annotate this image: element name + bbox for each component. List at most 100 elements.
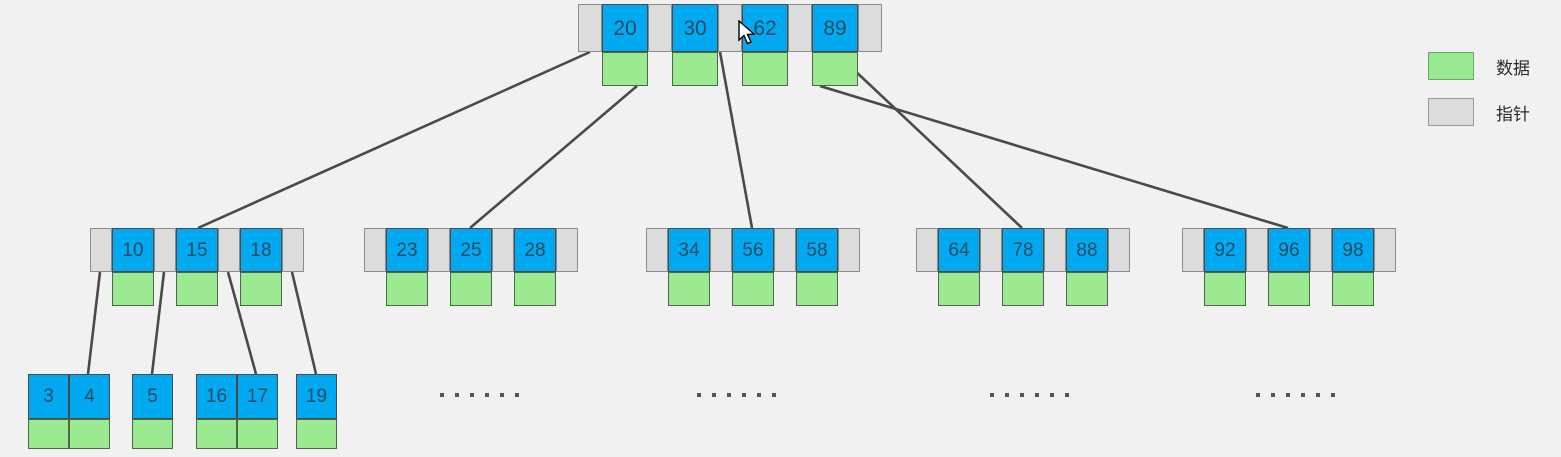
pointer-cell[interactable]: [788, 4, 812, 52]
data-cell[interactable]: [1066, 272, 1108, 306]
pointer-cell[interactable]: [218, 228, 240, 272]
key-cell[interactable]: 58: [796, 228, 838, 272]
pointer-cell[interactable]: [980, 228, 1002, 272]
pointer-cell[interactable]: [282, 228, 304, 272]
data-cell[interactable]: [732, 272, 774, 306]
internal-node-4[interactable]: 64 78 88: [916, 228, 1130, 306]
internal-node-2[interactable]: 23 25 28: [364, 228, 578, 306]
root-node[interactable]: 20 30 62 89: [578, 4, 882, 86]
data-cell[interactable]: [28, 419, 69, 449]
data-cell[interactable]: [69, 419, 110, 449]
key-cell[interactable]: 10: [112, 228, 154, 272]
data-cell[interactable]: [668, 272, 710, 306]
data-cell[interactable]: [742, 52, 788, 86]
pointer-cell[interactable]: [1044, 228, 1066, 272]
pointer-cell[interactable]: [1246, 228, 1268, 272]
data-cell[interactable]: [112, 272, 154, 306]
key-cell[interactable]: 4: [69, 374, 110, 419]
pointer-cell[interactable]: [1374, 228, 1396, 272]
pointer-cell[interactable]: [556, 228, 578, 272]
key-cell[interactable]: 3: [28, 374, 69, 419]
pointer-spacer: [858, 52, 882, 86]
pointer-cell[interactable]: [648, 4, 672, 52]
key-cell[interactable]: 62: [742, 4, 788, 52]
pointer-cell[interactable]: [428, 228, 450, 272]
pointer-cell[interactable]: [646, 228, 668, 272]
data-cell[interactable]: [672, 52, 718, 86]
key-cell[interactable]: 96: [1268, 228, 1310, 272]
data-cell[interactable]: [176, 272, 218, 306]
ellipsis-dot: [515, 393, 519, 397]
data-cell[interactable]: [514, 272, 556, 306]
pointer-cell[interactable]: [1310, 228, 1332, 272]
key-cell[interactable]: 23: [386, 228, 428, 272]
data-cell[interactable]: [602, 52, 648, 86]
key-cell[interactable]: 34: [668, 228, 710, 272]
key-cell[interactable]: 88: [1066, 228, 1108, 272]
key-cell[interactable]: 5: [132, 374, 173, 419]
key-cell[interactable]: 56: [732, 228, 774, 272]
pointer-spacer: [646, 272, 668, 306]
key-cell[interactable]: 92: [1204, 228, 1246, 272]
pointer-cell[interactable]: [492, 228, 514, 272]
leaf-node-2[interactable]: 5: [132, 374, 173, 449]
legend-swatch-data-icon: [1428, 52, 1474, 80]
key-cell[interactable]: 25: [450, 228, 492, 272]
legend-swatch-pointer-icon: [1428, 98, 1474, 126]
pointer-cell[interactable]: [858, 4, 882, 52]
pointer-cell[interactable]: [710, 228, 732, 272]
ellipsis-group-4: [1256, 393, 1346, 397]
key-cell[interactable]: 17: [237, 374, 278, 419]
data-cell[interactable]: [812, 52, 858, 86]
internal-node-5[interactable]: 92 96 98: [1182, 228, 1396, 306]
pointer-cell[interactable]: [90, 228, 112, 272]
pointer-cell[interactable]: [774, 228, 796, 272]
pointer-spacer: [154, 272, 176, 306]
data-cell[interactable]: [1002, 272, 1044, 306]
pointer-cell[interactable]: [1108, 228, 1130, 272]
key-cell[interactable]: 89: [812, 4, 858, 52]
legend-row-pointer: 指针: [1428, 98, 1530, 126]
internal-node-3[interactable]: 34 56 58: [646, 228, 860, 306]
pointer-spacer: [718, 52, 742, 86]
key-cell[interactable]: 15: [176, 228, 218, 272]
data-cell[interactable]: [196, 419, 237, 449]
leaf-node-4[interactable]: 19: [296, 374, 337, 449]
data-cell[interactable]: [1204, 272, 1246, 306]
data-cell[interactable]: [450, 272, 492, 306]
pointer-spacer: [492, 272, 514, 306]
data-cell[interactable]: [296, 419, 337, 449]
pointer-cell[interactable]: [916, 228, 938, 272]
ellipsis-dot: [1035, 393, 1039, 397]
pointer-cell[interactable]: [364, 228, 386, 272]
internal-node-1[interactable]: 10 15 18: [90, 228, 304, 306]
ellipsis-dot: [1301, 393, 1305, 397]
pointer-cell[interactable]: [1182, 228, 1204, 272]
data-cell[interactable]: [237, 419, 278, 449]
data-cell[interactable]: [240, 272, 282, 306]
ellipsis-dot: [1050, 393, 1054, 397]
key-cell[interactable]: 16: [196, 374, 237, 419]
key-cell[interactable]: 30: [672, 4, 718, 52]
pointer-spacer: [648, 52, 672, 86]
pointer-cell[interactable]: [718, 4, 742, 52]
key-cell[interactable]: 64: [938, 228, 980, 272]
key-cell[interactable]: 98: [1332, 228, 1374, 272]
pointer-cell[interactable]: [838, 228, 860, 272]
key-cell[interactable]: 19: [296, 374, 337, 419]
pointer-cell[interactable]: [154, 228, 176, 272]
data-cell[interactable]: [386, 272, 428, 306]
data-cell[interactable]: [796, 272, 838, 306]
data-cell[interactable]: [1332, 272, 1374, 306]
ellipsis-dot: [1005, 393, 1009, 397]
pointer-cell[interactable]: [578, 4, 602, 52]
data-cell[interactable]: [132, 419, 173, 449]
data-cell[interactable]: [1268, 272, 1310, 306]
key-cell[interactable]: 18: [240, 228, 282, 272]
key-cell[interactable]: 28: [514, 228, 556, 272]
key-cell[interactable]: 20: [602, 4, 648, 52]
key-cell[interactable]: 78: [1002, 228, 1044, 272]
data-cell[interactable]: [938, 272, 980, 306]
